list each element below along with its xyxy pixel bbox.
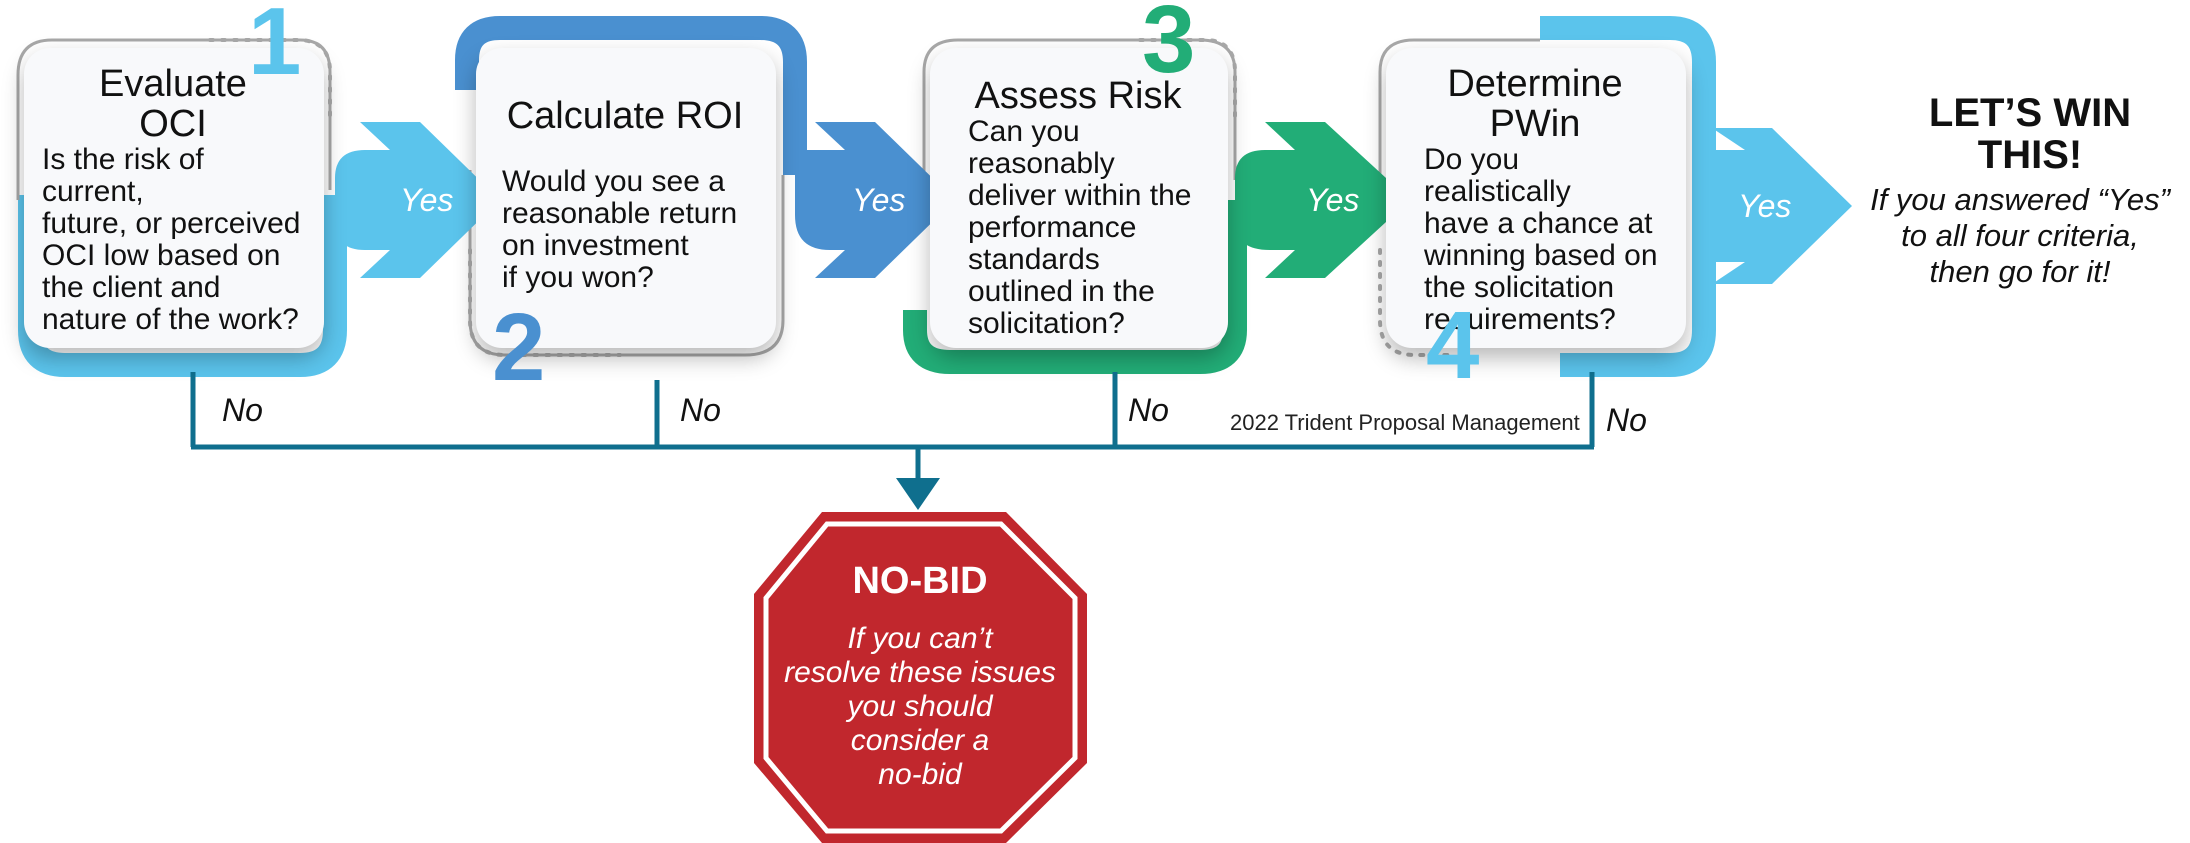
win-message-line: to all four criteria, <box>1901 218 2139 253</box>
step-1-title: Evaluate OCI <box>36 64 310 144</box>
step-4-question-line: winning based on <box>1424 239 1658 272</box>
step-2-dotted-outline <box>468 248 622 357</box>
step-1-question: Is the risk of current, future, or perce… <box>42 144 310 336</box>
step-1-dotted-outline <box>208 38 332 122</box>
win-title-line-2: THIS! <box>1977 133 2083 177</box>
step-1-title-line-2: OCI <box>139 103 207 145</box>
step-2-question-line: reasonable return <box>502 197 738 230</box>
nobid-message-line: no-bid <box>878 758 962 791</box>
yes-label-2: Yes <box>852 182 906 218</box>
step-4-question-line: the solicitation <box>1424 271 1615 304</box>
step-3-question-line: outlined in the <box>968 275 1155 308</box>
credit-text: 2022 Trident Proposal Management <box>1230 410 1580 435</box>
step-3-question: Can you reasonably deliver within the pe… <box>968 116 1214 340</box>
yes-arrow-2 <box>795 122 955 278</box>
step-1-colored-bracket <box>18 195 347 377</box>
yes-label-3: Yes <box>1306 182 1360 218</box>
step-1-question-line: the client and <box>42 271 221 304</box>
win-title: LET’S WIN THIS! <box>1880 92 2180 176</box>
step-3-question-line: Can you <box>968 115 1080 148</box>
step-4-gray-outline <box>1378 38 1540 200</box>
no-label-4: No <box>1606 402 1647 438</box>
step-3-colored-bracket <box>903 200 1247 374</box>
nobid-message-line: consider a <box>850 724 990 757</box>
no-label-3: No <box>1128 392 1169 428</box>
no-label-2: No <box>680 392 721 428</box>
step-1-gray-outline <box>16 38 332 200</box>
step-3-title-line-1: Assess Risk <box>974 75 1182 117</box>
step-1-frame <box>16 38 347 377</box>
step-3-title: Assess Risk <box>942 76 1214 116</box>
step-1-card: Evaluate OCI Is the risk of current, fut… <box>24 48 324 348</box>
step-4-title-line-1: Determine <box>1447 63 1623 105</box>
step-2-question-line: Would you see a <box>502 165 725 198</box>
nobid-message-line: you should <box>847 690 993 723</box>
win-title-line-1: LET’S WIN <box>1928 91 2132 135</box>
step-4-number: 4 <box>1426 292 1480 399</box>
step-1-question-line: nature of the work? <box>42 303 299 336</box>
step-4-title: Determine PWin <box>1398 64 1672 144</box>
step-1-question-line: future, or perceived <box>42 207 301 240</box>
step-4-question-line: Do you realistically <box>1424 143 1571 208</box>
step-3-gray-outline <box>922 38 1237 180</box>
step-3-question-line: reasonably <box>968 147 1115 180</box>
yes-arrow-1 <box>335 122 500 278</box>
step-1-question-line: OCI low based on <box>42 239 281 272</box>
step-2-title-line-1: Calculate ROI <box>506 95 744 137</box>
nobid-message-line: resolve these issues <box>784 656 1056 689</box>
win-message: If you answered “Yes” to all four criter… <box>1850 182 2190 290</box>
step-2-question-line: if you won? <box>502 261 654 294</box>
yes-arrow-4 <box>1704 128 1852 284</box>
step-4-question: Do you realistically have a chance at wi… <box>1424 144 1672 336</box>
step-3-number: 3 <box>1142 0 1196 93</box>
step-4-question-line: requirements? <box>1424 303 1616 336</box>
stop-sign <box>754 512 1087 843</box>
step-2-question-line: on investment <box>502 229 689 262</box>
step-3-question-line: solicitation? <box>968 307 1125 340</box>
step-4-title-line-2: PWin <box>1489 103 1581 145</box>
step-1-question-line: Is the risk of current, <box>42 143 204 208</box>
step-2-title: Calculate ROI <box>488 96 762 136</box>
step-2-number: 2 <box>492 294 546 401</box>
step-2-colored-bracket <box>455 16 807 175</box>
step-2-card: Calculate ROI Would you see a reasonable… <box>476 48 776 348</box>
step-4-dotted-outline <box>1378 248 1452 357</box>
step-3-question-line: standards <box>968 243 1100 276</box>
step-1-title-line-1: Evaluate <box>99 63 247 105</box>
nobid-message-line: If you can’t <box>847 622 993 655</box>
step-2-question: Would you see a reasonable return on inv… <box>502 166 762 294</box>
no-connector <box>190 372 1595 480</box>
step-3-question-line: performance <box>968 211 1137 244</box>
step-3-frame <box>903 38 1247 374</box>
step-3-card: Assess Risk Can you reasonably deliver w… <box>930 48 1228 348</box>
win-message-line: If you answered “Yes” <box>1870 182 2170 217</box>
step-4-card: Determine PWin Do you realistically have… <box>1386 48 1686 348</box>
win-message-line: then go for it! <box>1929 254 2111 289</box>
no-label-1: No <box>222 392 263 428</box>
nobid-message: If you can’t resolve these issues you sh… <box>770 622 1070 792</box>
step-4-question-line: have a chance at <box>1424 207 1653 240</box>
no-connector-arrowhead <box>896 478 940 510</box>
step-3-question-line: deliver within the <box>968 179 1192 212</box>
yes-label-1: Yes <box>400 182 454 218</box>
step-2-frame <box>455 16 807 357</box>
yes-arrow-3 <box>1235 122 1410 278</box>
nobid-title: NO-BID <box>852 560 988 602</box>
step-1-number: 1 <box>248 0 302 95</box>
yes-label-4: Yes <box>1738 188 1792 224</box>
